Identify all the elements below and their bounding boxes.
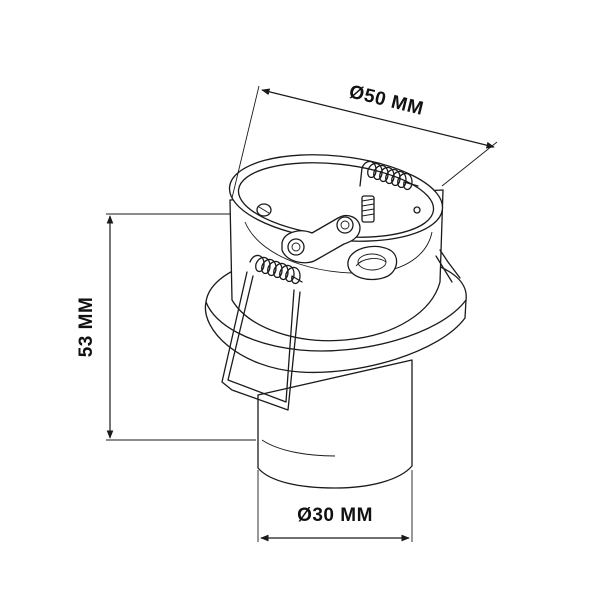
inner-diameter-dimension: Ø30 MM [257, 470, 413, 542]
spring-coil-top [359, 160, 419, 191]
bracket-plate [281, 214, 361, 264]
lamp-socket [347, 245, 398, 281]
spring-coil-left [249, 254, 303, 285]
spring-clip-right [435, 249, 461, 283]
set-screw [361, 195, 375, 223]
spring-clip-wire [221, 271, 301, 411]
downlight-fixture [204, 154, 467, 489]
height-dimension: 53 MM [76, 213, 256, 441]
lower-cylinder [257, 359, 413, 489]
extension-line-right [441, 141, 498, 187]
height-label: 53 MM [76, 297, 97, 358]
inner-diameter-label: Ø30 MM [297, 505, 373, 526]
outer-diameter-dim-line [261, 88, 495, 149]
rim-dot [413, 206, 421, 214]
extension-line-left [231, 85, 260, 199]
rim-screw [256, 203, 272, 217]
